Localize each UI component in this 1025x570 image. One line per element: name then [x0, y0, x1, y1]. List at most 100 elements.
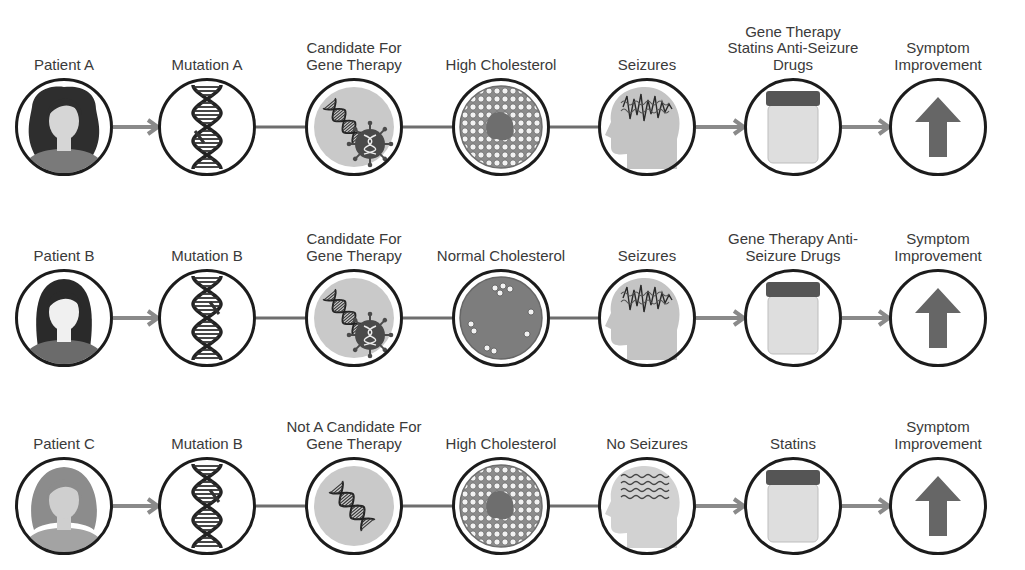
- patient-icon: [20, 279, 108, 370]
- node-label: Patient B: [4, 248, 124, 265]
- circle-node: High Cholesterol: [452, 457, 550, 555]
- node-label-text: Patient A: [4, 57, 124, 74]
- circle-node: Candidate For Gene Therapy: [305, 269, 403, 367]
- node-label-text: Normal Cholesterol: [431, 248, 571, 265]
- node-label: Normal Cholesterol: [431, 248, 571, 265]
- node-label-text: Seizures: [587, 248, 707, 265]
- node-label-text: Candidate For Gene Therapy: [290, 231, 418, 265]
- gene-therapy-icon: [314, 87, 394, 167]
- node-label: Not A Candidate For Gene Therapy: [282, 419, 426, 453]
- circle-node: Gene Therapy Anti-Seizure Drugs: [744, 269, 842, 367]
- line-connector: [256, 126, 305, 129]
- node-label: Mutation A: [147, 57, 267, 74]
- circle-node: Not A Candidate For Gene Therapy: [305, 457, 403, 555]
- line-connector: [256, 505, 305, 508]
- node-label-text: High Cholesterol: [431, 436, 571, 453]
- node-label-text: Symptom Improvement: [888, 40, 988, 74]
- line-connector: [550, 317, 598, 320]
- node-label-text: Mutation A: [147, 57, 267, 74]
- arrow-connector: [842, 125, 889, 129]
- line-connector: [550, 505, 598, 508]
- arrow-connector: [696, 125, 744, 129]
- node-label: No Seizures: [587, 436, 707, 453]
- node-label: Seizures: [587, 248, 707, 265]
- node-label: Statins: [722, 436, 864, 453]
- circle-node: Symptom Improvement: [889, 78, 987, 176]
- node-label: Patient C: [4, 436, 124, 453]
- circle-node: High Cholesterol: [452, 78, 550, 176]
- patient-icon: [20, 467, 108, 558]
- arrow-connector: [842, 504, 889, 508]
- jar-icon: [766, 282, 820, 354]
- node-label-text: Statins: [722, 436, 864, 453]
- dna-icon: [193, 85, 221, 169]
- jar-icon: [766, 91, 820, 163]
- cholesterol-icon: [460, 465, 542, 547]
- circle-node: Seizures: [598, 269, 696, 367]
- circle-node: Normal Cholesterol: [452, 269, 550, 367]
- node-label-text: High Cholesterol: [431, 57, 571, 74]
- circle-node: Patient B: [15, 269, 113, 367]
- node-label: High Cholesterol: [431, 436, 571, 453]
- node-label-text: Patient C: [4, 436, 124, 453]
- circle-node: Symptom Improvement: [889, 269, 987, 367]
- head-icon: [605, 466, 680, 548]
- node-label-text: Symptom Improvement: [888, 419, 988, 453]
- node-label: Mutation B: [147, 436, 267, 453]
- node-label-text: Gene Therapy Anti-Seizure Drugs: [722, 231, 864, 265]
- jar-icon: [766, 470, 820, 542]
- node-label-text: Gene Therapy Statins Anti-Seizure Drugs: [722, 24, 864, 74]
- head-icon: [605, 87, 680, 169]
- node-label: Candidate For Gene Therapy: [290, 40, 418, 74]
- arrow-connector: [113, 316, 158, 320]
- up-arrow-icon: [915, 476, 961, 536]
- line-connector: [403, 126, 452, 129]
- node-label-text: Candidate For Gene Therapy: [290, 40, 418, 74]
- up-arrow-icon: [915, 288, 961, 348]
- arrow-connector: [842, 316, 889, 320]
- circle-node: Mutation A: [158, 78, 256, 176]
- node-label-text: Mutation B: [147, 436, 267, 453]
- node-label-text: No Seizures: [587, 436, 707, 453]
- circle-node: Mutation B: [158, 457, 256, 555]
- circle-node: Symptom Improvement: [889, 457, 987, 555]
- circle-node: Statins: [744, 457, 842, 555]
- cholesterol-icon: [460, 277, 542, 359]
- circle-node: No Seizures: [598, 457, 696, 555]
- node-label-text: Mutation B: [147, 248, 267, 265]
- arrow-connector: [113, 504, 158, 508]
- node-label: Symptom Improvement: [888, 419, 988, 453]
- head-icon: [605, 278, 680, 360]
- node-label-text: Seizures: [587, 57, 707, 74]
- circle-node: Candidate For Gene Therapy: [305, 78, 403, 176]
- circle-node: Patient C: [15, 457, 113, 555]
- node-label: Candidate For Gene Therapy: [290, 231, 418, 265]
- circle-node: Gene Therapy Statins Anti-Seizure Drugs: [744, 78, 842, 176]
- node-label: Mutation B: [147, 248, 267, 265]
- node-label: Gene Therapy Anti-Seizure Drugs: [722, 231, 864, 265]
- line-connector: [256, 317, 305, 320]
- dna-icon: [193, 464, 221, 548]
- gene-therapy-icon: [314, 466, 394, 546]
- up-arrow-icon: [915, 97, 961, 157]
- node-label-text: Patient B: [4, 248, 124, 265]
- node-label: High Cholesterol: [431, 57, 571, 74]
- line-connector: [550, 126, 598, 129]
- node-label-text: Symptom Improvement: [888, 231, 988, 265]
- circle-node: Seizures: [598, 78, 696, 176]
- patient-icon: [20, 87, 108, 179]
- line-connector: [403, 317, 452, 320]
- node-label: Gene Therapy Statins Anti-Seizure Drugs: [722, 24, 864, 74]
- circle-node: Patient A: [15, 78, 113, 176]
- line-connector: [403, 505, 452, 508]
- node-label: Seizures: [587, 57, 707, 74]
- gene-therapy-icon: [314, 278, 394, 358]
- arrow-connector: [113, 125, 158, 129]
- circle-node: Mutation B: [158, 269, 256, 367]
- node-label: Symptom Improvement: [888, 40, 988, 74]
- node-label: Patient A: [4, 57, 124, 74]
- arrow-connector: [696, 316, 744, 320]
